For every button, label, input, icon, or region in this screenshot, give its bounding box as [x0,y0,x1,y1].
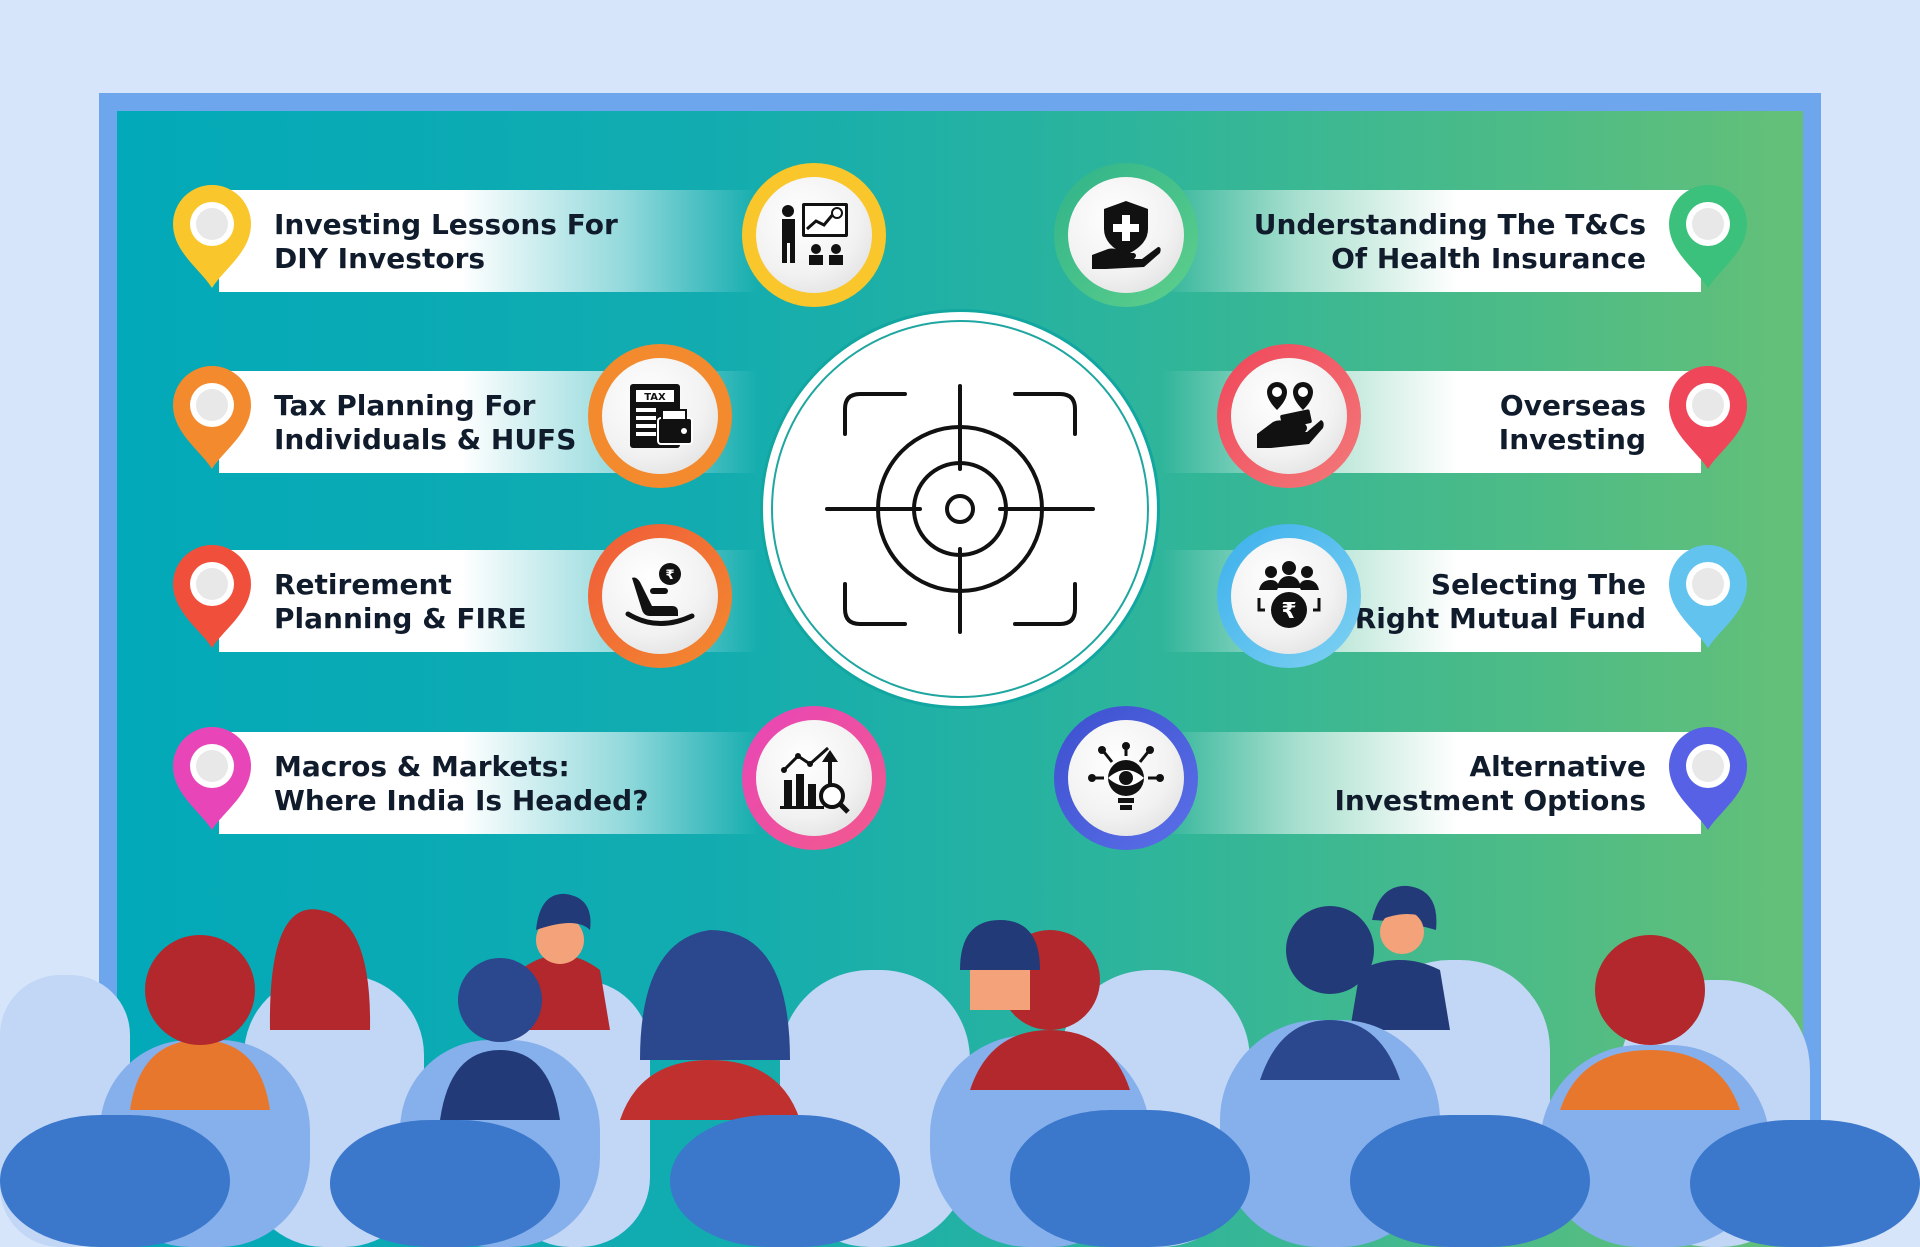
location-pin-icon [171,363,253,471]
topic-title-line2: Investing [1498,423,1646,456]
tax-document-icon-badge: TAX [588,344,732,488]
topic-title-line2: Of Health Insurance [1331,242,1646,275]
svg-text:₹: ₹ [1281,599,1296,624]
location-pin-icon [171,724,253,832]
idea-investment-icon [1088,742,1164,810]
presentation-icon [782,203,848,265]
topic-title-line1: Selecting The [1430,568,1646,601]
topic-title-line2: Individuals & HUFS [274,423,577,456]
mutual-fund-icon-badge: ₹ [1217,524,1361,668]
target-circle [760,309,1160,709]
topic-title-line1: Alternative [1469,750,1646,783]
overseas-investing-icon-badge [1217,344,1361,488]
audience-illustration [0,885,1920,1247]
topic-title-line2: DIY Investors [274,242,486,275]
topic-title-line1: Macros & Markets: [274,750,570,783]
rocking-chair-icon: ₹ [625,563,695,627]
svg-text:₹: ₹ [665,568,674,583]
topic-title-line1: Understanding The T&Cs [1253,208,1646,241]
mutual-fund-icon: ₹ [1257,561,1321,628]
topic-title-line2: Planning & FIRE [274,602,527,635]
topic-title-line2: Right Mutual Fund [1354,602,1646,635]
location-pin-icon [171,542,253,650]
market-analysis-icon-badge [742,706,886,850]
topic-title-line1: Tax Planning For [274,389,536,422]
health-insurance-icon-badge [1054,163,1198,307]
topic-title-line1: Overseas [1499,389,1646,422]
presentation-icon-badge [742,163,886,307]
topic-title-line1: Investing Lessons For [274,208,618,241]
topic-title-line2: Investment Options [1334,784,1646,817]
health-insurance-icon [1092,201,1161,269]
location-pin-icon [1667,182,1749,290]
svg-text:TAX: TAX [644,392,666,403]
topic-title-line2: Where India Is Headed? [274,784,649,817]
location-pin-icon [1667,363,1749,471]
location-pin-icon [1667,542,1749,650]
tax-document-icon: TAX [630,384,693,448]
rocking-chair-icon-badge: ₹ [588,524,732,668]
topic-macros-markets: Macros & Markets:Where India Is Headed? [171,724,759,834]
topic-title-line1: Retirement [274,568,452,601]
location-pin-icon [1667,724,1749,832]
target-crosshair-icon [825,384,1095,634]
location-pin-icon [171,182,253,290]
market-analysis-icon [780,746,850,814]
overseas-investing-icon [1257,382,1324,448]
idea-investment-icon-badge [1054,706,1198,850]
